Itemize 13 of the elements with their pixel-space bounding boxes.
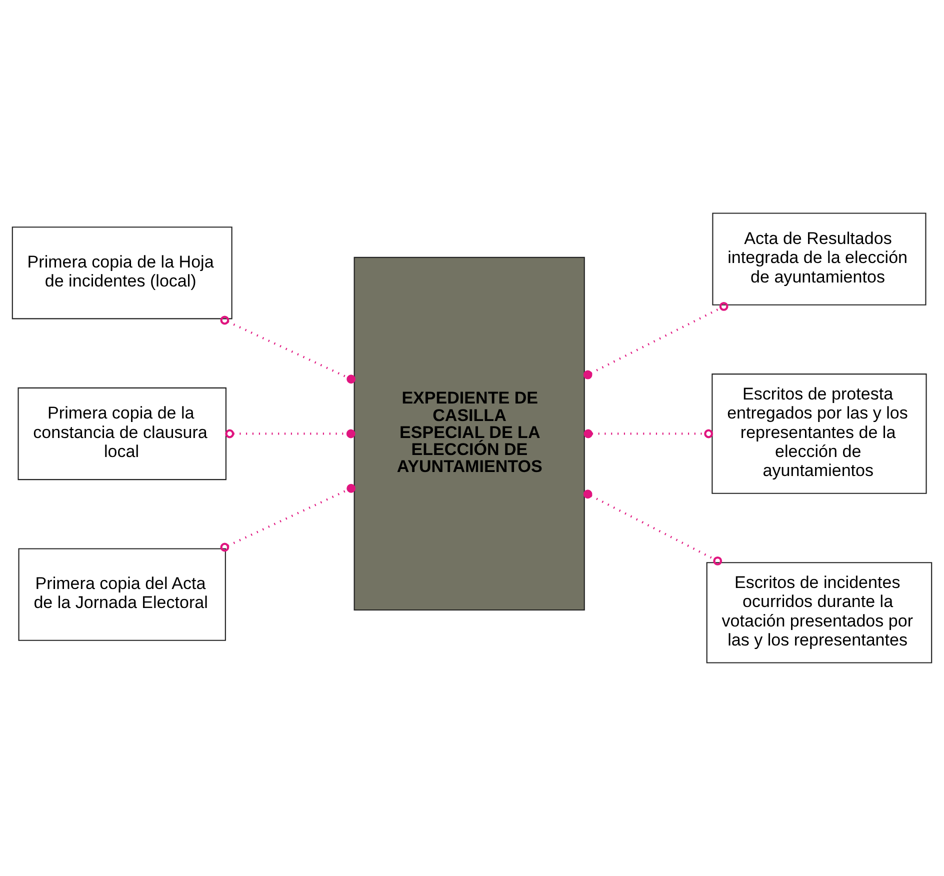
connector — [220, 316, 356, 384]
connector — [225, 429, 356, 438]
connector — [220, 484, 356, 552]
connector — [583, 490, 722, 566]
node-box: Primera copia de la Hoja de incidentes (local) — [12, 226, 232, 320]
node-box: Escritos de protesta entregados por las y los representantes de la elección de ayuntamientos — [712, 374, 927, 494]
connector — [584, 429, 714, 438]
node-box: Primera copia del Acta de la Jornada Electoral — [18, 548, 226, 641]
node-box: Acta de Resultados integrada de la elección de ayuntamientos — [712, 212, 926, 306]
node-box: Escritos de incidentes ocurridos durante la votación presentados por las y los representantes — [706, 562, 932, 664]
node-box: EXPEDIENTE DE CASILLA ESPECIAL DE LA ELECCIÓN DE AYUNTAMIENTOS — [354, 256, 585, 611]
node-box: Primera copia de la constancia de clausura local — [18, 387, 226, 480]
connector — [583, 302, 728, 380]
